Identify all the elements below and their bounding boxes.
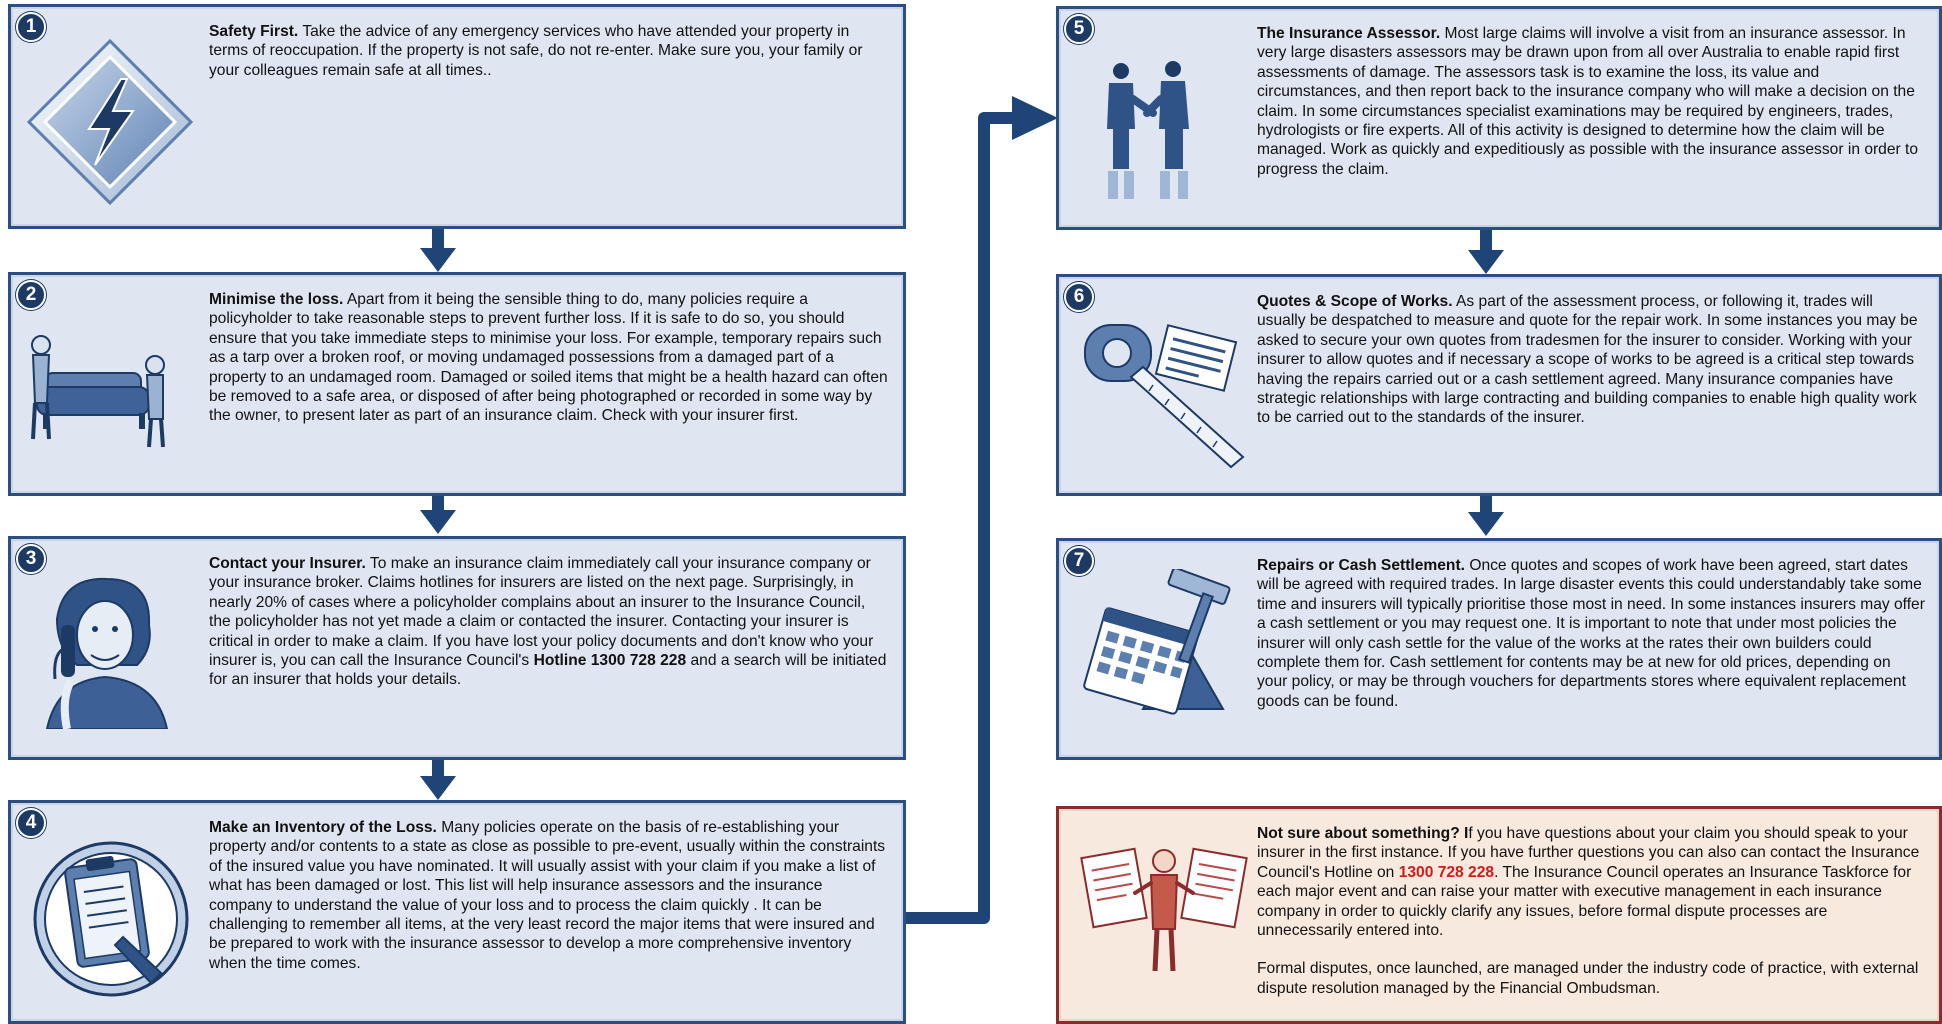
lightning-warning-icon <box>25 37 195 212</box>
notice-body-end: . The Insurance Council operates an Insu… <box>1257 863 1912 940</box>
step-title: Minimise the loss. <box>209 291 344 308</box>
step-title: Repairs or Cash Settlement. <box>1257 557 1465 574</box>
step-6-panel: 6 Quotes & Scope of Works. As part of th… <box>1056 274 1942 496</box>
step-1-panel: 1 Safety First. Take the advice of any e… <box>8 4 906 229</box>
step-body: Most large claims will involve a visit f… <box>1257 25 1919 178</box>
step-body: As part of the assessment process, or fo… <box>1257 293 1918 427</box>
notice-paragraph: Not sure about something? If you have qu… <box>1257 824 1925 940</box>
step-body: To make an insurance claim immediately c… <box>209 555 874 670</box>
step-text: Minimise the loss. Apart from it being t… <box>209 290 889 426</box>
step-7-panel: 7 Repairs or Cash Settlement. Once quote… <box>1056 538 1942 760</box>
step-title: Safety First. <box>209 23 299 40</box>
step-2-panel: 2 Minimise the loss. Apart from it being… <box>8 272 906 496</box>
people-moving-couch-icon <box>23 315 173 460</box>
person-with-documents-icon <box>1079 833 1249 988</box>
notice-body: f you have questions about your claim yo… <box>1257 825 1920 881</box>
step-title: Make an Inventory of the Loss. <box>209 819 437 836</box>
help-notice-panel: Not sure about something? If you have qu… <box>1056 806 1942 1024</box>
step-number: 4 <box>16 808 46 838</box>
notice-text: Not sure about something? If you have qu… <box>1257 824 1925 998</box>
handshake-icon <box>1099 59 1199 204</box>
step-number: 5 <box>1064 14 1094 44</box>
tape-measure-quote-icon <box>1073 307 1253 482</box>
step-title: Quotes & Scope of Works. <box>1257 293 1453 310</box>
step-body: Many policies operate on the basis of re… <box>209 819 886 972</box>
step-body-end: and a search will be initiated for an in… <box>209 652 887 689</box>
notice-title: Not sure about something? I <box>1257 825 1469 842</box>
step-number: 7 <box>1064 546 1094 576</box>
step-3-panel: 3 Contact your Insurer. To make an insur… <box>8 536 906 760</box>
step-number: 3 <box>16 544 46 574</box>
step-number: 1 <box>16 12 46 42</box>
step-title: The Insurance Assessor. <box>1257 25 1441 42</box>
step-5-panel: 5 The Insurance Assessor. Most large cla… <box>1056 6 1942 230</box>
step-text: Contact your Insurer. To make an insuran… <box>209 554 889 690</box>
step-4-panel: 4 Make an Inventory of the Loss. Many po… <box>8 800 906 1024</box>
notice-hotline: 1300 728 228 <box>1398 863 1495 881</box>
step-text: Repairs or Cash Settlement. Once quotes … <box>1257 556 1925 711</box>
woman-on-phone-icon <box>27 569 187 734</box>
step-text: Quotes & Scope of Works. As part of the … <box>1257 292 1925 428</box>
step-text: The Insurance Assessor. Most large claim… <box>1257 24 1925 179</box>
clipboard-checklist-icon <box>31 833 191 1008</box>
step-text: Make an Inventory of the Loss. Many poli… <box>209 818 889 973</box>
step-body: Take the advice of any emergency service… <box>209 23 863 79</box>
step-body: Once quotes and scopes of work have been… <box>1257 557 1925 710</box>
notice-paragraph-2: Formal disputes, once launched, are mana… <box>1257 960 1919 997</box>
step-number: 2 <box>16 280 46 310</box>
hammer-calendar-icon <box>1073 567 1253 744</box>
step-title: Contact your Insurer. <box>209 555 366 572</box>
step-text: Safety First. Take the advice of any eme… <box>209 22 889 80</box>
step-number: 6 <box>1064 282 1094 312</box>
hotline-number: Hotline 1300 728 228 <box>533 652 687 670</box>
step-body: Apart from it being the sensible thing t… <box>209 291 888 425</box>
